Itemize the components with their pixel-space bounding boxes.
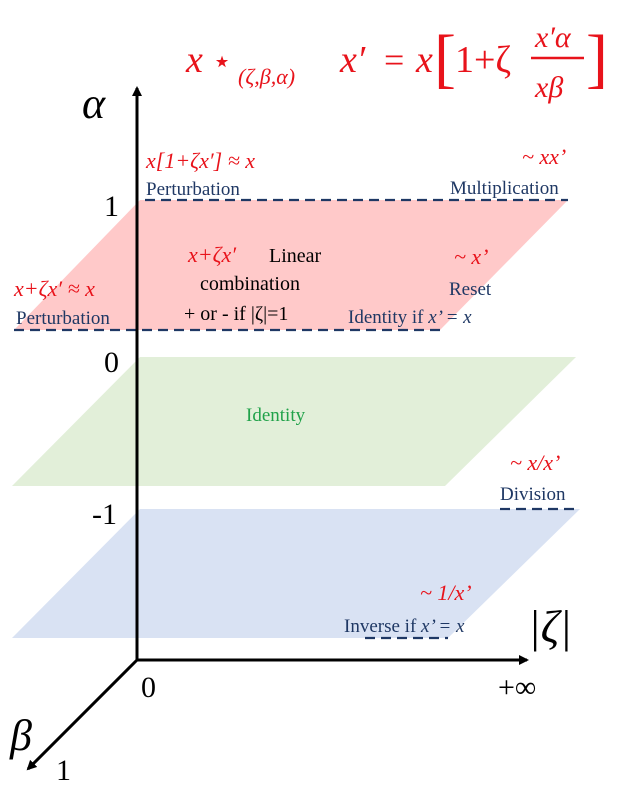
svg-text:⋆: ⋆: [212, 43, 232, 79]
inverse-name: Inverse if x’ = x: [344, 616, 465, 637]
svg-text:x: x: [415, 39, 433, 81]
plane-alpha-neg1: [12, 509, 580, 638]
mid-center-formula: x+ζx′: [187, 242, 237, 267]
mid-center-line2: combination: [200, 273, 300, 295]
top-right-formula: ~ xx’: [522, 144, 566, 169]
alpha-tick-0: 0: [104, 346, 119, 379]
svg-text:x′: x′: [339, 39, 366, 81]
mid-right-name: Reset: [449, 279, 492, 300]
plane-alpha-1: [14, 200, 568, 330]
svg-text:=: =: [384, 40, 404, 80]
inverse-formula: ~ 1/x’: [420, 580, 472, 605]
svg-text:x′α: x′α: [534, 21, 572, 54]
beta-axis: [26, 658, 139, 771]
top-left-name: Perturbation: [146, 179, 240, 200]
alpha-axis-label: α: [82, 79, 106, 128]
zeta-axis-label: |ζ|: [528, 601, 572, 652]
beta-tick-label: 1: [56, 754, 71, 787]
alpha-tick-1: 1: [104, 190, 119, 223]
alpha-tick-neg1: -1: [92, 498, 117, 531]
division-name: Division: [500, 484, 566, 505]
mid-center-line3: + or - if |ζ|=1: [184, 303, 288, 325]
svg-text:1+ζ: 1+ζ: [455, 39, 511, 81]
top-right-name: Multiplication: [450, 178, 559, 199]
svg-text:x: x: [185, 39, 203, 81]
svg-text:xβ: xβ: [534, 71, 563, 104]
mid-center-line1: Linear: [269, 245, 322, 267]
mid-left-formula: x+ζx′ ≈ x: [13, 276, 95, 301]
mid-right-formula: ~ x’: [454, 244, 489, 269]
svg-text:[: [: [434, 22, 456, 95]
plane-alpha-0: [12, 357, 576, 486]
top-left-formula: x[1+ζx′] ≈ x: [145, 148, 255, 173]
origin-label: 0: [141, 671, 156, 704]
mid-left-name: Perturbation: [16, 308, 110, 329]
beta-axis-label: β: [9, 711, 32, 760]
mid-right-condition: Identity if x’ = x: [348, 307, 472, 328]
identity-label: Identity: [246, 405, 306, 426]
svg-text:(ζ,β,α): (ζ,β,α): [238, 64, 295, 89]
division-formula: ~ x/x’: [510, 450, 560, 475]
zeta-end-label: +∞: [498, 671, 536, 704]
svg-text:]: ]: [586, 22, 608, 95]
main-formula: x ⋆ (ζ,β,α) x′ = x [ 1+ζ x′α xβ ]: [185, 21, 608, 104]
